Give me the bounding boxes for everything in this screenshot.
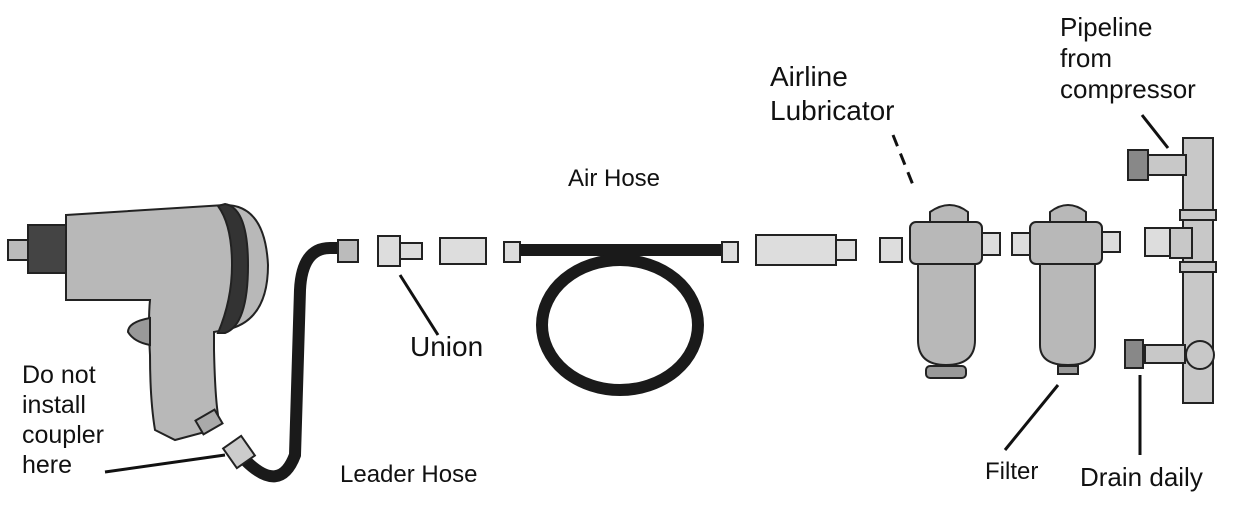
filter-bowl <box>1039 263 1096 367</box>
pipeline-label-line-3: compressor <box>1060 74 1196 105</box>
wrench-rear-band <box>216 202 250 334</box>
pipeline-collar-1 <box>1179 209 1217 221</box>
leader-hose-line <box>239 242 348 483</box>
lubricator-label: Airline Lubricator <box>770 60 895 127</box>
leader-hose <box>221 239 359 483</box>
lubricator-base <box>925 365 967 379</box>
connector-fittings <box>755 234 903 266</box>
pipeline-label-line-2: from <box>1060 43 1112 74</box>
lubricator-label-line-2: Lubricator <box>770 94 895 126</box>
wrench-inlet <box>194 408 224 436</box>
drain-valve-fitting <box>1185 340 1215 370</box>
do-not-install-line-3: coupler <box>22 421 104 449</box>
union-nut <box>377 235 401 267</box>
outlet-fittings <box>1101 227 1174 257</box>
air-hose-coil <box>536 254 704 396</box>
lubricator-pointer <box>891 134 917 191</box>
do-not-install-line-2: install <box>22 391 86 419</box>
quick-coupler <box>439 237 487 265</box>
do-not-install-line-4: here <box>22 451 73 479</box>
leader-hose-coupler <box>337 239 359 263</box>
lubricator-head <box>909 221 983 265</box>
union-pointer <box>398 274 440 336</box>
filter-cap <box>1049 204 1087 223</box>
impact-wrench <box>7 202 270 442</box>
filter-pointer <box>1003 384 1060 451</box>
mid-fittings <box>981 232 1031 256</box>
drain-daily-label: Drain daily <box>1080 462 1203 492</box>
lubricator-bowl <box>917 263 976 367</box>
filter-label: Filter <box>985 458 1039 485</box>
do-not-install-line-1: Do not <box>22 361 96 389</box>
air-hose-label: Air Hose <box>568 165 661 192</box>
mid-nut-2 <box>1011 232 1031 256</box>
mid-nut-1 <box>981 232 1001 256</box>
air-hose <box>520 241 739 396</box>
pipeline-label: Pipeline from compressor <box>1060 12 1196 106</box>
leader-hose-label: Leader Hose <box>340 461 478 488</box>
leader-lines <box>104 114 1170 474</box>
outlet-nut-2 <box>1144 227 1174 257</box>
do-not-install-label: Do not install coupler here <box>22 360 104 480</box>
drain-valve-handle <box>1124 339 1144 369</box>
lubricator-label-line-1: Airline <box>770 61 848 92</box>
do-not-install-pointer <box>104 453 226 474</box>
filter-drain <box>1057 365 1079 375</box>
union-nipple <box>399 242 423 260</box>
wrench-anvil <box>7 239 31 261</box>
leader-hose-end-fitting <box>221 434 257 470</box>
connector-nut-2 <box>879 237 903 263</box>
pipeline-top-valve <box>1147 154 1187 176</box>
outlet-nut-1 <box>1101 231 1121 253</box>
inline-coupler <box>755 234 837 266</box>
drain-valve-body <box>1144 344 1186 364</box>
air-hose-end-right <box>721 241 739 263</box>
pipeline-tee <box>1169 227 1193 259</box>
union-label: Union <box>410 331 484 362</box>
lubricator-cap <box>929 204 969 223</box>
pipeline <box>1124 137 1217 404</box>
lubricator <box>909 204 983 379</box>
pipeline-pointer <box>1140 114 1170 149</box>
union-fittings <box>377 235 521 267</box>
pipeline-top-valve-handle <box>1127 149 1149 181</box>
pipeline-collar-2 <box>1179 261 1217 273</box>
filter-head <box>1029 221 1103 265</box>
air-hose-end-left <box>503 241 521 263</box>
connector-nut-1 <box>835 239 857 261</box>
wrench-body <box>65 203 270 442</box>
wrench-trigger <box>126 316 151 347</box>
filter <box>1029 204 1103 375</box>
wrench-nose <box>27 224 69 274</box>
pipeline-label-line-1: Pipeline <box>1060 12 1153 42</box>
